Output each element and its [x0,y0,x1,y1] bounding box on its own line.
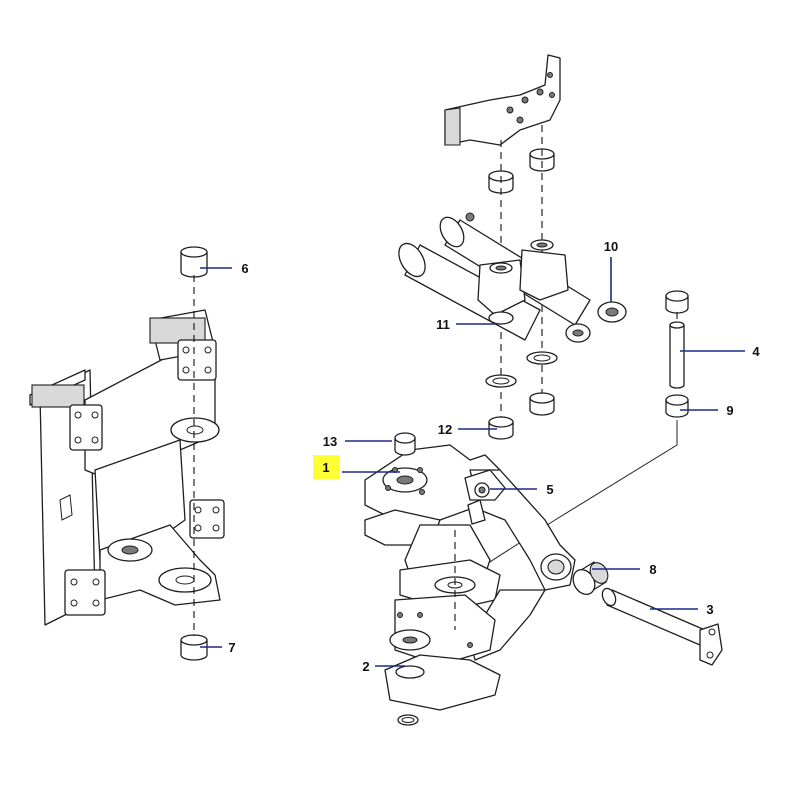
roller-13 [394,432,416,456]
callout-7-label: 7 [228,640,235,655]
callout-1: 1 [322,460,400,475]
callout-2: 2 [362,659,405,674]
callout-12: 12 [438,422,497,437]
callout-1-highlight [313,455,339,479]
callout-9-label: 9 [726,403,733,418]
bushing-7 [180,634,208,661]
callout-4: 4 [680,344,760,359]
bushing-4-top [665,290,689,314]
bushing-9 [665,394,689,418]
callout-10: 10 [604,239,618,302]
bushing-12 [488,416,514,440]
cylinder-assembly-11 [398,212,627,343]
callout-11: 11 [436,317,498,332]
snap-ring [397,714,419,726]
callout-3: 3 [650,602,714,617]
callout-13: 13 [323,434,392,449]
bushing-8 [572,561,609,595]
bushing-right-lower [529,392,555,416]
washer-right [526,351,558,365]
pivot-housing-1 [364,444,576,711]
washer-left [485,374,517,388]
callout-5-label: 5 [546,482,553,497]
callout-11-label: 11 [436,317,450,332]
callout-6-label: 6 [241,261,248,276]
callout-5: 5 [490,482,554,497]
callout-3-label: 3 [706,602,713,617]
bushing-6 [180,246,208,278]
callout-2-label: 2 [362,659,369,674]
callout-6: 6 [200,261,249,276]
callout-8: 8 [592,562,657,577]
callout-1-label: 1 [322,460,329,475]
callout-12-label: 12 [438,422,452,437]
callout-9: 9 [680,403,734,418]
callout-13-label: 13 [323,434,337,449]
pin-assembly-line [464,420,678,579]
callout-10-label: 10 [604,239,618,254]
callout-4-label: 4 [752,344,760,359]
main-frame [29,309,225,626]
top-bracket [444,54,561,146]
pin-3 [601,587,723,666]
pin-4 [669,321,685,389]
callout-8-label: 8 [649,562,656,577]
callout-7: 7 [200,640,236,655]
